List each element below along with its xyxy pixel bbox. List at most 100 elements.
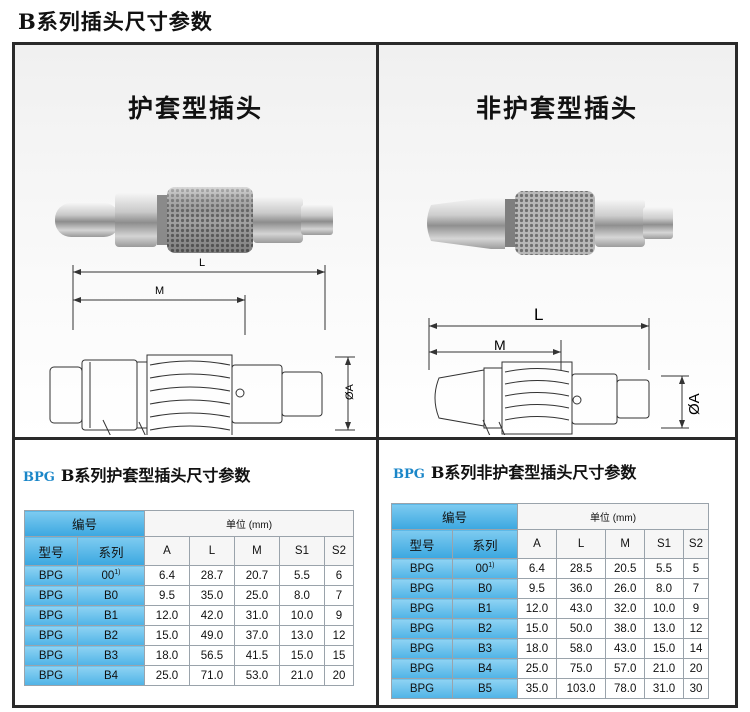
cell-value: 20.7 — [233, 565, 280, 586]
plug-collar — [491, 197, 505, 249]
cell-model: BPG — [24, 585, 78, 606]
series-value: B5 — [477, 682, 493, 695]
plug-sleeve — [55, 203, 120, 237]
cell-value: 15.0 — [644, 638, 684, 659]
plug-ring — [157, 195, 167, 245]
cell-series: B5 — [452, 678, 518, 699]
cell-model: BPG — [391, 678, 453, 699]
header-model: 型号 — [24, 536, 78, 566]
dim-label-a: ØA — [686, 393, 703, 415]
cell-model: BPG — [24, 665, 78, 686]
cell-value: 18.0 — [517, 638, 557, 659]
cell-value: 7 — [323, 585, 355, 606]
cell-value: 25.0 — [144, 665, 190, 686]
cell-value: 75.0 — [555, 658, 607, 679]
header-col-m: M — [605, 529, 646, 559]
cell-value: 25.0 — [233, 585, 280, 606]
cell-model: BPG — [24, 625, 78, 646]
dim-label-l: L — [199, 257, 205, 269]
header-series: 系列 — [77, 536, 145, 566]
cell-model: BPG — [391, 558, 453, 579]
cell-model: BPG — [391, 598, 453, 619]
cell-value: 10.0 — [644, 598, 684, 619]
cell-series: B2 — [77, 625, 145, 646]
cell-value: 18.0 — [144, 645, 190, 666]
cell-value: 78.0 — [605, 678, 646, 699]
cell-value: 37.0 — [233, 625, 280, 646]
footnote-mark: 1) — [114, 569, 121, 577]
dim-label-l: L — [534, 305, 543, 324]
unshrouded-plug-title: 非护套型插头 — [475, 94, 638, 123]
cell-value: 30 — [682, 678, 710, 699]
cell-model: BPG — [24, 565, 78, 586]
header-col-l: L — [188, 536, 235, 566]
footnote-mark: 1) — [488, 562, 495, 570]
series-value: B2 — [103, 629, 119, 642]
cell-value: 15.0 — [517, 618, 557, 639]
cell-model: BPG — [391, 638, 453, 659]
cell-series: B2 — [452, 618, 518, 639]
shrouded-plug-photo — [55, 187, 333, 253]
cell-model: BPG — [24, 605, 78, 626]
header-unit: 单位 (mm) — [517, 503, 709, 530]
cell-value: 14 — [682, 638, 710, 659]
cell-model: BPG — [24, 645, 78, 666]
cell-value: 21.0 — [278, 665, 325, 686]
dim-label-m: M — [494, 337, 506, 353]
vertical-divider — [376, 42, 379, 708]
plug-body — [253, 197, 303, 243]
cell-series: B0 — [77, 585, 145, 606]
horizontal-divider — [12, 437, 738, 440]
shrouded-plug-panel: 护套型插头 — [15, 45, 376, 437]
cell-value: 20.5 — [605, 558, 646, 579]
header-col-a: A — [144, 536, 190, 566]
cell-value: 6 — [323, 565, 355, 586]
series-value: 00 — [101, 569, 115, 582]
cell-value: 8.0 — [644, 578, 684, 599]
cell-series: 001) — [452, 558, 518, 579]
header-col-s1: S1 — [644, 529, 684, 559]
cell-value: 5.5 — [278, 565, 325, 586]
plug-cone — [427, 197, 491, 249]
cell-value: 35.0 — [517, 678, 557, 699]
series-value: B3 — [103, 649, 119, 662]
outer-frame — [12, 42, 738, 708]
cell-value: 5 — [682, 558, 710, 579]
cell-value: 15.0 — [278, 645, 325, 666]
cell-value: 10.0 — [278, 605, 325, 626]
cell-value: 9 — [323, 605, 355, 626]
cell-value: 13.0 — [278, 625, 325, 646]
plug-ring — [505, 199, 515, 247]
cell-value: 43.0 — [555, 598, 607, 619]
cell-value: 13.0 — [644, 618, 684, 639]
cell-value: 20 — [682, 658, 710, 679]
unshrouded-plug-drawing: L M ØA S2 S1 — [428, 305, 703, 435]
cell-value: 28.7 — [188, 565, 235, 586]
cell-value: 50.0 — [555, 618, 607, 639]
series-value: B0 — [103, 589, 119, 602]
header-col-l: L — [555, 529, 607, 559]
cell-model: BPG — [391, 578, 453, 599]
brand-label: BPG — [393, 467, 425, 482]
cell-value: 36.0 — [555, 578, 607, 599]
plug-nut — [115, 193, 157, 247]
cell-value: 35.0 — [188, 585, 235, 606]
cell-value: 15 — [323, 645, 355, 666]
series-value: 00 — [475, 562, 489, 575]
cell-value: 58.0 — [555, 638, 607, 659]
plug-tail — [643, 207, 673, 239]
plug-knurl — [515, 191, 595, 255]
plug-body — [595, 199, 645, 247]
shrouded-plug-drawing: L M ØA S2 S1 — [49, 257, 356, 435]
series-value: B2 — [477, 622, 493, 635]
cell-series: 001) — [77, 565, 145, 586]
header-model: 型号 — [391, 529, 453, 559]
header-col-m: M — [233, 536, 280, 566]
cell-value: 38.0 — [605, 618, 646, 639]
brand-label: BPG — [23, 470, 55, 485]
